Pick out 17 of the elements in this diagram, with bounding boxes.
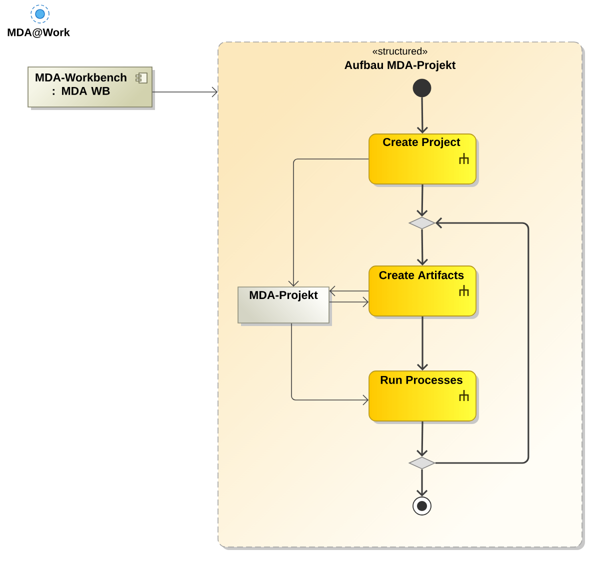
- arrow: [435, 217, 530, 464]
- arrow: [288, 158, 369, 287]
- arrow: [329, 296, 369, 308]
- arrow: [416, 184, 428, 217]
- start-circle: [412, 78, 432, 98]
- arrow: [416, 316, 428, 371]
- component-box: MDA-Workbench : MDA WB: [28, 66, 155, 110]
- object-box: MDA-Projekt: [238, 286, 332, 326]
- arrow: [416, 469, 428, 497]
- arrow: [291, 323, 369, 406]
- diagram-title: MDA@Work: [8, 28, 70, 38]
- end-circle: [412, 496, 432, 516]
- arrow: [152, 86, 218, 98]
- arrow: [416, 97, 428, 134]
- arrow: [416, 421, 428, 457]
- arrow: [416, 229, 428, 266]
- arrow: [329, 286, 369, 296]
